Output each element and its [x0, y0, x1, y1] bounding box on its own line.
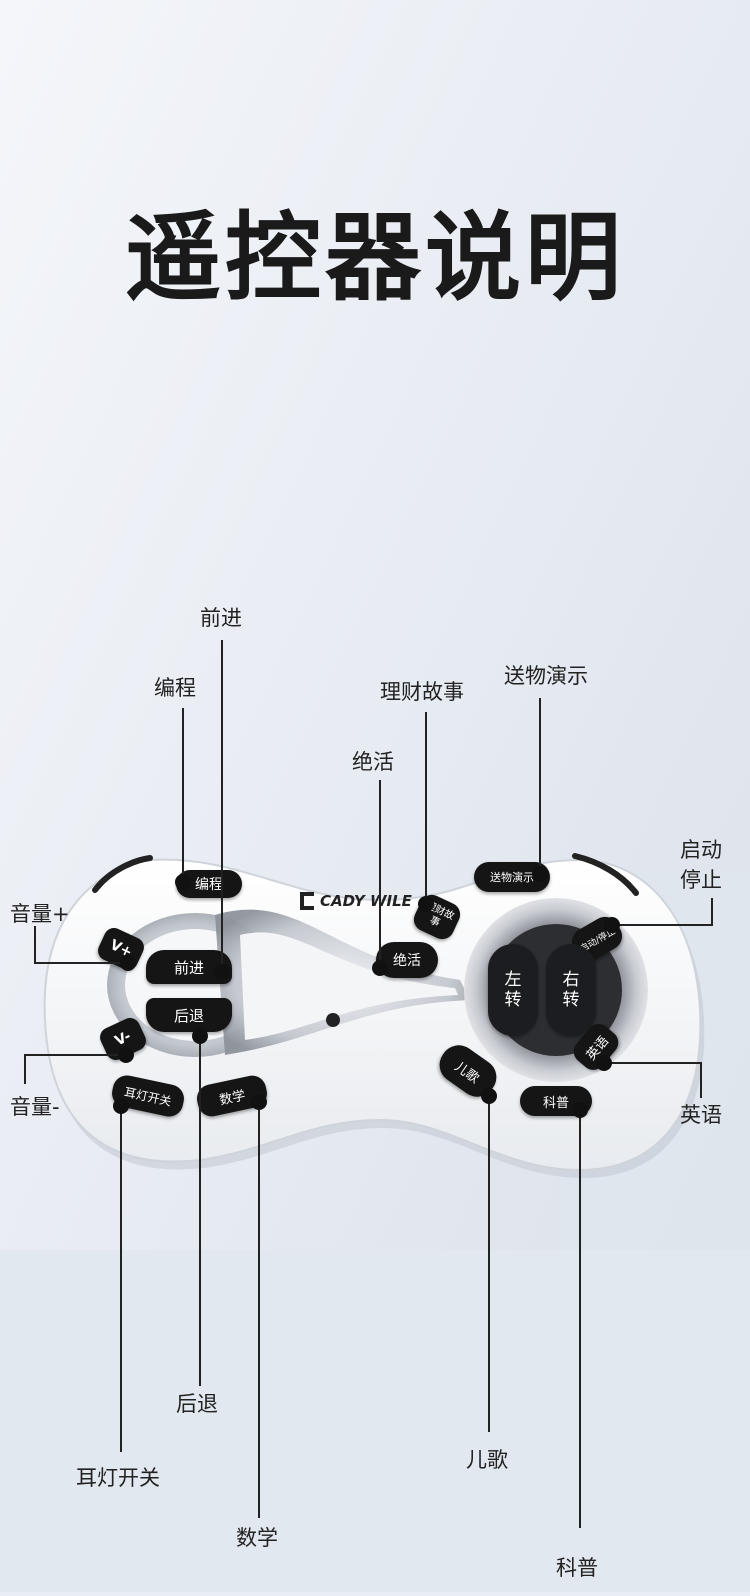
leader-dot-gift-demo: [532, 866, 548, 882]
brand-mark-icon: [300, 892, 314, 910]
label-backward: 后退: [176, 1392, 218, 1416]
leader-program: [182, 708, 184, 878]
leader-dot-vol-up: [120, 955, 136, 971]
leader-dot-forward: [214, 964, 230, 980]
leader-english-v: [700, 1062, 702, 1098]
label-english: 英语: [680, 1103, 722, 1127]
turn-right-button[interactable]: 右转: [546, 944, 596, 1036]
leader-backward: [199, 1036, 201, 1386]
label-gift-demo: 送物演示: [504, 664, 588, 688]
label-math: 数学: [236, 1526, 278, 1550]
leader-stunt: [379, 780, 381, 966]
leader-vol-down-v: [24, 1054, 26, 1084]
label-start-line1: 启动: [680, 838, 722, 862]
label-finance-story: 理财故事: [380, 680, 464, 704]
label-headlight: 耳灯开关: [76, 1466, 160, 1490]
leader-dot-backward: [192, 1028, 208, 1044]
label-science: 科普: [556, 1556, 598, 1580]
leader-vol-up-v: [34, 926, 36, 964]
leader-dot-program: [175, 874, 191, 890]
leader-gift-demo: [539, 698, 541, 874]
brand-name: CADY WILE: [320, 892, 412, 910]
leader-dot-english: [596, 1055, 612, 1071]
leader-headlight: [120, 1104, 122, 1452]
leader-dot-finance-story: [418, 896, 434, 912]
leader-dot-vol-down: [118, 1047, 134, 1063]
turn-left-button[interactable]: 左转: [488, 944, 538, 1036]
leader-dot-nursery: [481, 1088, 497, 1104]
label-stunt: 绝活: [352, 750, 394, 774]
leader-dot-start: [604, 917, 620, 933]
backward-button[interactable]: 后退: [146, 998, 232, 1032]
label-vol-up: 音量+: [10, 902, 70, 926]
brand-logo: CADY WILE: [300, 888, 412, 914]
leader-science: [579, 1110, 581, 1528]
label-start-line2: 停止: [680, 868, 722, 892]
label-vol-down: 音量-: [10, 1095, 60, 1119]
label-nursery-rhyme: 儿歌: [466, 1448, 508, 1472]
leader-nursery: [488, 1096, 490, 1432]
page-title: 遥控器说明: [125, 202, 625, 314]
leader-vol-up-h: [34, 962, 126, 964]
leader-math: [258, 1102, 260, 1518]
leader-forward: [221, 640, 223, 970]
label-forward: 前进: [200, 606, 242, 630]
label-program: 编程: [154, 676, 196, 700]
leader-start-v: [711, 898, 713, 926]
leader-start-h: [612, 924, 713, 926]
leader-english-h: [602, 1062, 702, 1064]
leader-vol-down-h: [24, 1054, 124, 1056]
leader-dot-stunt: [372, 960, 388, 976]
leader-dot-headlight: [113, 1098, 129, 1114]
leader-dot-math: [251, 1094, 267, 1110]
leader-dot-science: [572, 1102, 588, 1118]
leader-finance-story: [425, 712, 427, 902]
